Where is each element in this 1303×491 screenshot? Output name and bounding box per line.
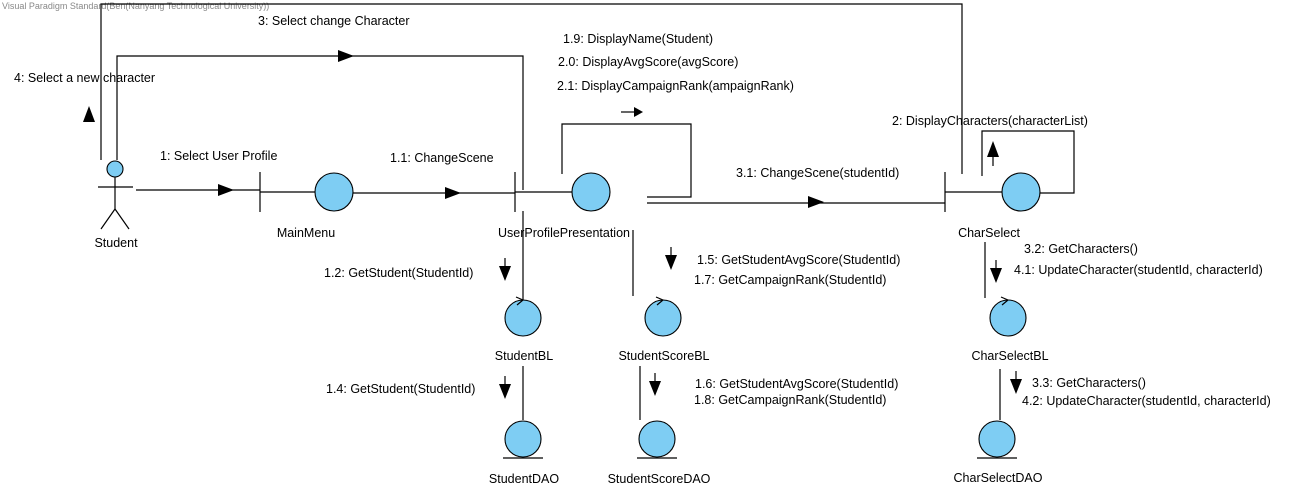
- object-label-studentdao: StudentDAO: [489, 472, 559, 486]
- message-m1-4: 1.4: GetStudent(StudentId): [326, 382, 475, 396]
- watermark: Visual Paradigm Standard(Ben(Nanyang Tec…: [2, 1, 269, 11]
- self-link-charselect: [981, 130, 1075, 194]
- message-m4: 4: Select a new character: [14, 71, 155, 85]
- message-m1-9: 1.9: DisplayName(Student): [563, 32, 713, 46]
- actor-label-student: Student: [94, 236, 138, 250]
- object-label-studentscorebl: StudentScoreBL: [618, 349, 709, 363]
- message-m4-2: 4.2: UpdateCharacter(studentId, characte…: [1022, 394, 1271, 408]
- boundary-icon: [1001, 172, 1041, 212]
- link-student-userprofile: [116, 55, 524, 190]
- message-m4-1: 4.1: UpdateCharacter(studentId, characte…: [1014, 263, 1263, 277]
- control-icon: [504, 299, 542, 337]
- actor-head: [106, 160, 124, 178]
- entity-icon: [504, 420, 542, 458]
- arrow-m4: [83, 106, 95, 122]
- control-charselectbl[interactable]: CharSelectBL: [971, 296, 1049, 363]
- boundary-mainmenu[interactable]: MainMenu: [259, 172, 354, 240]
- control-icon: [644, 299, 682, 337]
- actor-student[interactable]: Student: [94, 160, 138, 250]
- arrow-m3: [338, 50, 354, 62]
- object-label-userprofilepresentation: UserProfilePresentation: [498, 226, 630, 240]
- message-m3-2: 3.2: GetCharacters(): [1024, 242, 1138, 256]
- message-m1: 1: Select User Profile: [160, 149, 277, 163]
- message-m1-7: 1.7: GetCampaignRank(StudentId): [694, 273, 886, 287]
- object-label-charselect: CharSelect: [958, 226, 1020, 240]
- message-m3-1: 3.1: ChangeScene(studentId): [736, 166, 899, 180]
- boundary-icon: [314, 172, 354, 212]
- message-labels: 1: Select User Profile 1.1: ChangeScene …: [14, 14, 1271, 408]
- arrow-m1: [218, 184, 234, 196]
- arrow-m1-9: [634, 107, 643, 117]
- message-m1-1: 1.1: ChangeScene: [390, 151, 494, 165]
- entity-icon: [638, 420, 676, 458]
- message-m3-3: 3.3: GetCharacters(): [1032, 376, 1146, 390]
- message-m2-0: 2.0: DisplayAvgScore(avgScore): [558, 55, 738, 69]
- arrow-m1-4: [499, 384, 511, 399]
- message-m1-8: 1.8: GetCampaignRank(StudentId): [694, 393, 886, 407]
- entity-charselectdao[interactable]: CharSelectDAO: [954, 420, 1043, 485]
- arrow-m1-6: [649, 381, 661, 396]
- message-m1-2: 1.2: GetStudent(StudentId): [324, 266, 473, 280]
- object-label-charselectdao: CharSelectDAO: [954, 471, 1043, 485]
- message-m1-5: 1.5: GetStudentAvgScore(StudentId): [697, 253, 900, 267]
- control-studentbl[interactable]: StudentBL: [495, 296, 553, 363]
- arrow-m1-5: [665, 255, 677, 270]
- links: [100, 3, 1075, 420]
- self-link-userprofile: [561, 123, 692, 198]
- object-label-mainmenu: MainMenu: [277, 226, 335, 240]
- control-icon: [989, 299, 1027, 337]
- message-m2-1: 2.1: DisplayCampaignRank(ampaignRank): [557, 79, 794, 93]
- entity-icon: [978, 420, 1016, 458]
- arrow-m2: [987, 141, 999, 157]
- entity-studentdao[interactable]: StudentDAO: [489, 420, 559, 486]
- arrow-m3-2: [990, 268, 1002, 283]
- boundary-icon: [571, 172, 611, 212]
- arrow-m3-1: [808, 196, 824, 208]
- boundary-charselect[interactable]: CharSelect: [944, 172, 1041, 240]
- message-m3: 3: Select change Character: [258, 14, 409, 28]
- entity-studentscoredao[interactable]: StudentScoreDAO: [608, 420, 711, 486]
- control-studentscorebl[interactable]: StudentScoreBL: [618, 296, 710, 363]
- arrow-m1-2: [499, 266, 511, 281]
- arrow-m1-1: [445, 187, 461, 199]
- message-m2: 2: DisplayCharacters(characterList): [892, 114, 1088, 128]
- message-m1-6: 1.6: GetStudentAvgScore(StudentId): [695, 377, 898, 391]
- object-label-studentbl: StudentBL: [495, 349, 553, 363]
- object-label-studentscoredao: StudentScoreDAO: [608, 472, 711, 486]
- boundary-userprofilepresentation[interactable]: UserProfilePresentation: [498, 172, 630, 240]
- object-label-charselectbl: CharSelectBL: [971, 349, 1048, 363]
- link-student-charselect: [100, 3, 963, 174]
- message-arrows: [83, 50, 1022, 399]
- arrow-m3-3: [1010, 379, 1022, 394]
